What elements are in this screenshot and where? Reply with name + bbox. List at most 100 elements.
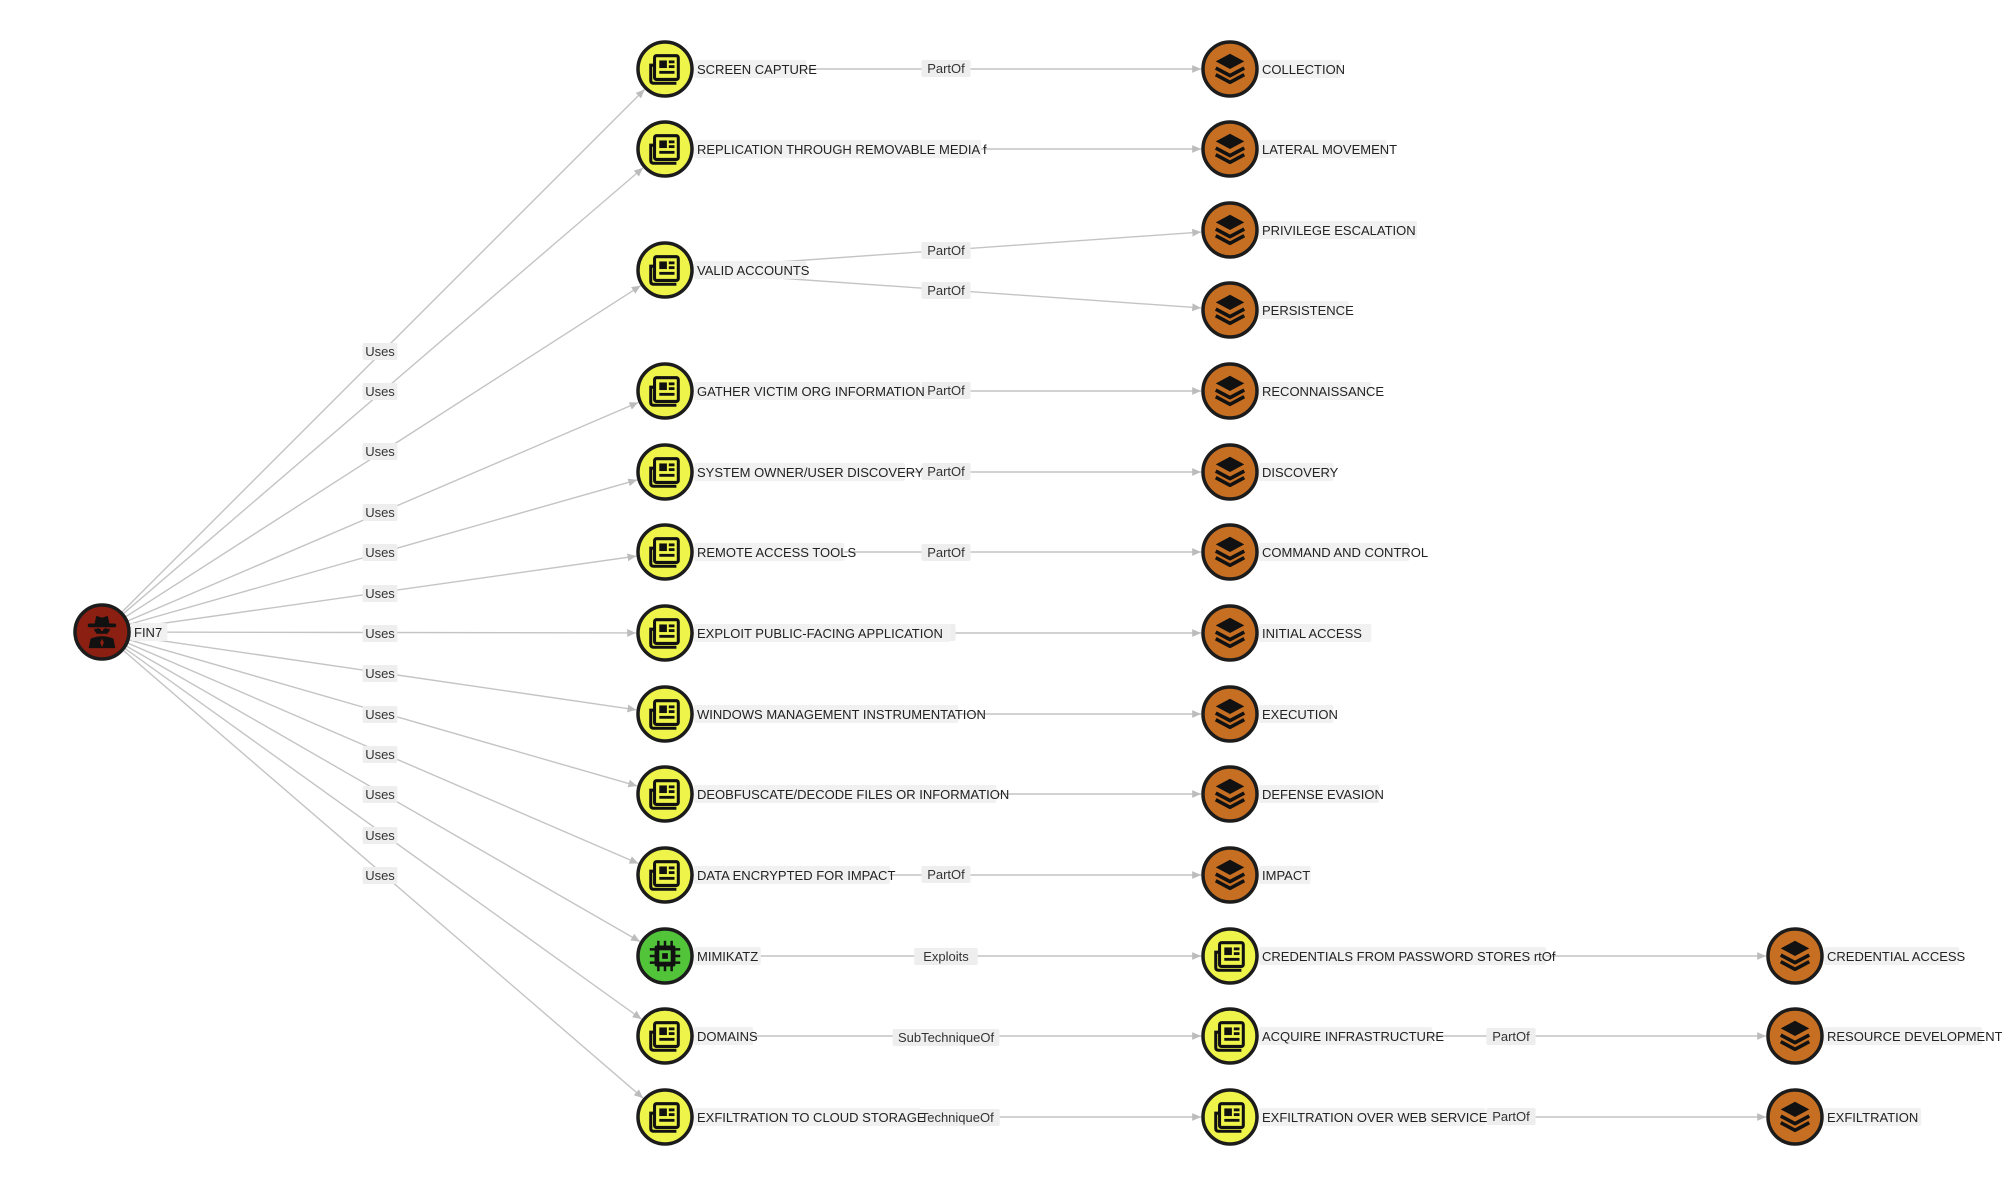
node-data-encrypted[interactable]: DATA ENCRYPTED FOR IMPACT [636, 846, 895, 904]
node-fin7[interactable]: FIN7 [73, 603, 168, 661]
edge-domains-to-acquire_infra: SubTechniqueOf [692, 1029, 1201, 1046]
edge-label-bg [921, 544, 971, 561]
node-label: DEOBFUSCATE/DECODE FILES OR INFORMATION [697, 787, 1009, 802]
node-circle [636, 443, 694, 501]
node-exploit-public[interactable]: EXPLOIT PUBLIC-FACING APPLICATION [636, 604, 951, 662]
edge-label: PartOf [927, 383, 965, 398]
node-label: REPLICATION THROUGH REMOVABLE MEDIA f [697, 142, 987, 157]
node-label-bg [694, 1108, 921, 1126]
edge-fin7-to-deobfuscate: Uses [127, 638, 638, 788]
node-label: CREDENTIAL ACCESS [1827, 949, 1966, 964]
edge-fin7-to-screen_capture: Uses [120, 89, 645, 614]
node-label: GATHER VICTIM ORG INFORMATION [697, 384, 925, 399]
edge-label: Uses [365, 707, 395, 722]
node-valid-accounts[interactable]: VALID ACCOUNTS [636, 241, 810, 299]
node-label-bg [1259, 543, 1410, 561]
edge-label-bg [362, 544, 398, 561]
edge-label-bg [921, 463, 971, 480]
node-label: COMMAND AND CONTROL [1262, 545, 1428, 560]
node-label: DISCOVERY [1262, 465, 1339, 480]
edge-label-bg [921, 866, 971, 883]
node-replication[interactable]: REPLICATION THROUGH REMOVABLE MEDIA f [636, 120, 987, 178]
edge-label-bg [921, 282, 971, 299]
node-label: FIN7 [134, 625, 162, 640]
edge-fin7-to-gather_victim: Uses [126, 401, 639, 623]
node-label: WINDOWS MANAGEMENT INSTRUMENTATION [697, 707, 986, 722]
edge-fin7-to-wmi: Uses [128, 635, 637, 713]
edge-label-bg [914, 948, 978, 965]
edge-label: SubTechniqueOf [898, 1030, 995, 1045]
node-label: DOMAINS [697, 1029, 758, 1044]
node-privilege-escalation[interactable]: PRIVILEGE ESCALATION [1201, 201, 1417, 259]
node-credentials-stores[interactable]: CREDENTIALS FROM PASSWORD STORES rtOf [1201, 927, 1556, 985]
node-defense-evasion[interactable]: DEFENSE EVASION [1201, 765, 1384, 823]
node-circle [636, 1088, 694, 1146]
node-reconnaissance[interactable]: RECONNAISSANCE [1201, 362, 1384, 420]
node-system-owner[interactable]: SYSTEM OWNER/USER DISCOVERY [636, 443, 924, 501]
node-circle [636, 241, 694, 299]
edge-label: Uses [365, 868, 395, 883]
node-label: RECONNAISSANCE [1262, 384, 1384, 399]
node-exfil-web[interactable]: EXFILTRATION OVER WEB SERVICE [1201, 1088, 1488, 1146]
node-label: EXFILTRATION OVER WEB SERVICE [1262, 1110, 1488, 1125]
node-label-bg [694, 382, 921, 400]
node-label: EXFILTRATION [1827, 1110, 1918, 1125]
node-resource-dev[interactable]: RESOURCE DEVELOPMENT [1766, 1007, 2002, 1065]
edge-label-bg [1486, 1108, 1536, 1125]
node-label-bg [1824, 1027, 1982, 1045]
node-label-bg [694, 261, 807, 279]
node-label-bg [694, 947, 761, 965]
node-deobfuscate[interactable]: DEOBFUSCATE/DECODE FILES OR INFORMATION [636, 765, 1009, 823]
node-circle [1201, 927, 1259, 985]
node-execution[interactable]: EXECUTION [1201, 685, 1338, 743]
node-collection[interactable]: COLLECTION [1201, 40, 1345, 98]
node-exfiltration[interactable]: EXFILTRATION [1766, 1088, 1922, 1146]
node-label-bg [1259, 382, 1372, 400]
node-label: ACQUIRE INFRASTRUCTURE [1262, 1029, 1444, 1044]
node-persistence[interactable]: PERSISTENCE [1201, 281, 1354, 339]
node-label-bg [1259, 1027, 1433, 1045]
edge-fin7-to-domains: Uses [123, 647, 642, 1020]
node-screen-capture[interactable]: SCREEN CAPTURE [636, 40, 817, 98]
edge-fin7-to-mimikatz: Uses [125, 644, 641, 943]
node-label: CREDENTIALS FROM PASSWORD STORES rtOf [1262, 949, 1556, 964]
node-remote-access[interactable]: REMOTE ACCESS TOOLS [636, 523, 857, 581]
edge-label: Uses [365, 344, 395, 359]
node-discovery[interactable]: DISCOVERY [1201, 443, 1339, 501]
node-command-control[interactable]: COMMAND AND CONTROL [1201, 523, 1428, 581]
edge-label: PartOf [927, 867, 965, 882]
node-exfil-cloud[interactable]: EXFILTRATION TO CLOUD STORAGE [636, 1088, 926, 1146]
edge-label: Uses [365, 747, 395, 762]
edge-fin7-to-replication: Uses [122, 167, 644, 615]
node-label-bg [1824, 1108, 1922, 1126]
edge-label-bg [362, 786, 398, 803]
edge-fin7-to-system_owner: Uses [127, 478, 638, 626]
edge-label-bg [1486, 1028, 1536, 1045]
node-acquire-infra[interactable]: ACQUIRE INFRASTRUCTURE [1201, 1007, 1444, 1065]
edge-label-bg [892, 1029, 1000, 1046]
edge-label-bg [921, 382, 971, 399]
node-lateral-movement[interactable]: LATERAL MOVEMENT [1201, 120, 1397, 178]
node-label-bg [1259, 785, 1379, 803]
node-mimikatz[interactable]: MIMIKATZ [636, 927, 761, 985]
node-impact[interactable]: IMPACT [1201, 846, 1311, 904]
node-label-bg [694, 624, 951, 642]
node-label-bg [1259, 947, 1547, 965]
node-circle [636, 765, 694, 823]
edge-label: PartOf [927, 464, 965, 479]
edge-label-bg [362, 625, 398, 642]
node-credential-access[interactable]: CREDENTIAL ACCESS [1766, 927, 1966, 985]
node-circle [636, 40, 694, 98]
node-wmi[interactable]: WINDOWS MANAGEMENT INSTRUMENTATION [636, 685, 986, 743]
node-initial-access[interactable]: INITIAL ACCESS [1201, 604, 1372, 662]
node-label: DATA ENCRYPTED FOR IMPACT [697, 868, 895, 883]
edge-label: Uses [365, 545, 395, 560]
node-domains[interactable]: DOMAINS [636, 1007, 758, 1065]
edge-fin7-to-exploit_public: Uses [128, 625, 637, 642]
edge-label-bg [900, 1109, 1000, 1126]
node-label: MIMIKATZ [697, 949, 758, 964]
edge-label: PartOf [1492, 1029, 1530, 1044]
node-label: INITIAL ACCESS [1262, 626, 1362, 641]
edge-fin7-to-data_encrypted: Uses [126, 642, 639, 865]
node-gather-victim[interactable]: GATHER VICTIM ORG INFORMATION [636, 362, 925, 420]
